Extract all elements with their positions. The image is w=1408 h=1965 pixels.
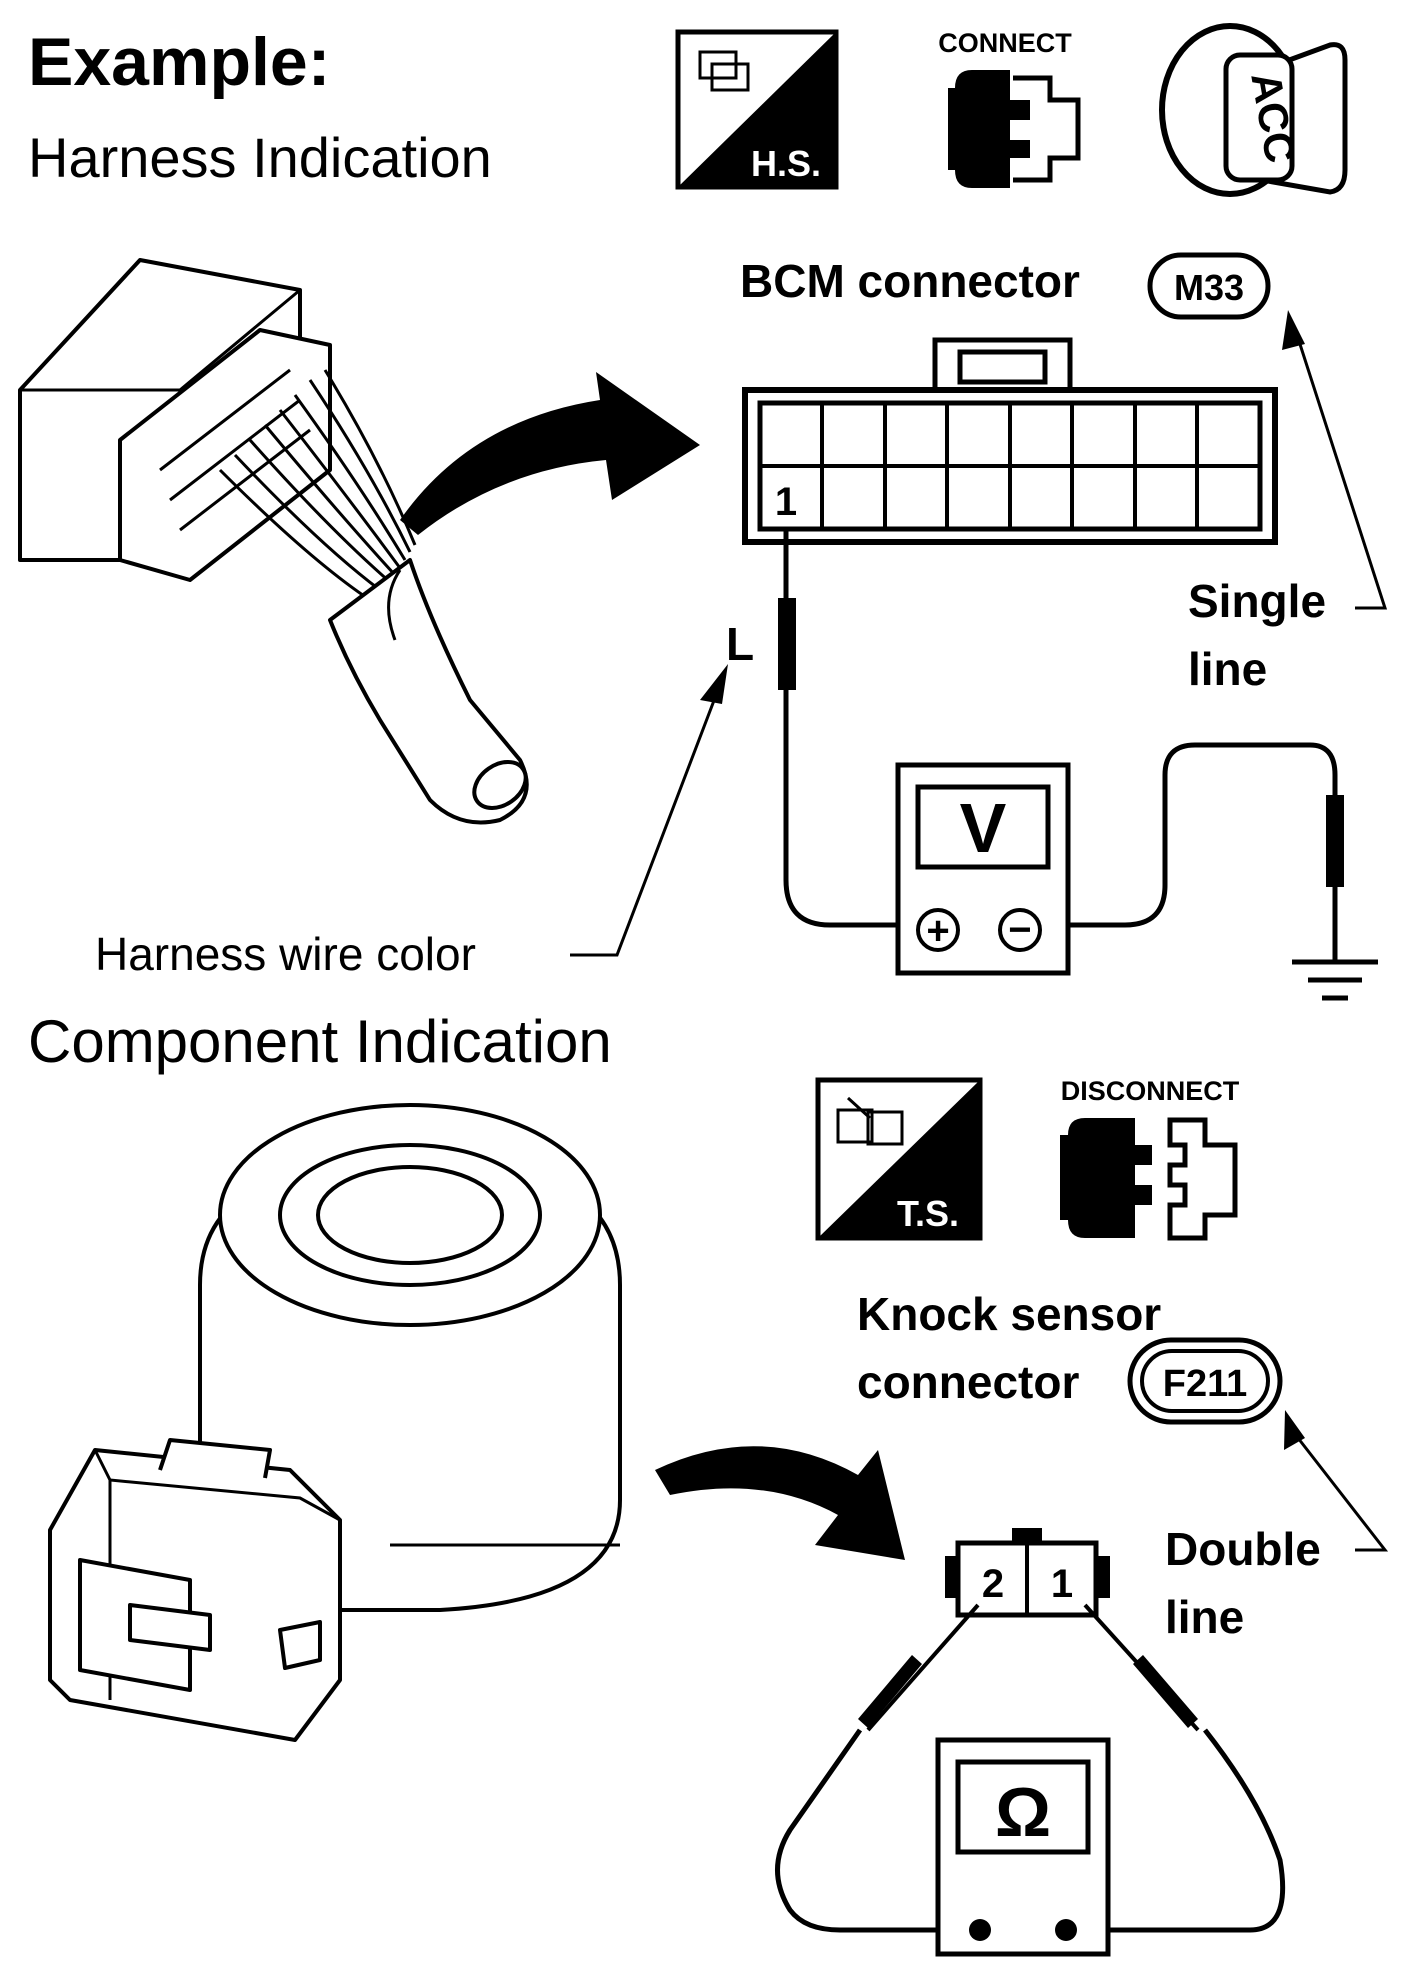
wire-color-code: L xyxy=(726,618,754,670)
ignition-key-icon: ACC xyxy=(1159,23,1348,197)
voltmeter-probe-wiring xyxy=(778,528,1344,960)
minus-terminal: − xyxy=(1008,908,1031,952)
bcm-connector-label: BCM connector xyxy=(740,255,1080,307)
bcm-pin-1: 1 xyxy=(775,480,797,524)
single-line-leader xyxy=(1282,310,1388,610)
voltmeter-symbol: V xyxy=(960,789,1007,867)
disconnect-icon: DISCONNECT xyxy=(1060,1076,1240,1241)
bottom-curved-arrow xyxy=(655,1446,905,1560)
hs-icon-label: H.S. xyxy=(751,143,821,184)
ground-icon xyxy=(1292,959,1378,1001)
m33-code: M33 xyxy=(1174,267,1244,308)
f211-badge xyxy=(1127,1337,1283,1425)
wire-color-caption: Harness wire color xyxy=(95,928,476,980)
bcm-connector: 1 xyxy=(742,337,1278,545)
disconnect-icon-label: DISCONNECT xyxy=(1061,1076,1240,1106)
connector-pin-2: 2 xyxy=(982,1562,1004,1606)
connect-icon: CONNECT xyxy=(938,28,1081,188)
ohmmeter-symbol: Ω xyxy=(995,1773,1051,1851)
component-indication-heading: Component Indication xyxy=(28,1008,612,1075)
ohmmeter: Ω xyxy=(935,1737,1111,1957)
f211-code: F211 xyxy=(1163,1363,1248,1405)
double-line-note-1: Double xyxy=(1165,1523,1321,1575)
harness-connector-drawing xyxy=(18,258,529,825)
wire-bundle xyxy=(218,369,417,602)
single-line-note-1: Single xyxy=(1188,575,1326,627)
ohmmeter-probe-wiring xyxy=(775,1603,1286,1933)
plus-terminal: + xyxy=(926,909,949,953)
top-curved-arrow xyxy=(400,372,700,535)
m33-badge xyxy=(1147,252,1271,320)
voltmeter: V + − xyxy=(895,762,1071,976)
knock-sensor-label-2: connector xyxy=(857,1356,1079,1408)
connector-pin-1: 1 xyxy=(1051,1562,1073,1606)
double-line-leader xyxy=(1284,1410,1389,1552)
ts-icon: T.S. xyxy=(815,1077,983,1241)
knock-sensor-connector: 2 1 xyxy=(945,1528,1110,1618)
connect-icon-label: CONNECT xyxy=(938,28,1072,58)
hs-icon: H.S. xyxy=(675,29,839,190)
ts-icon-label: T.S. xyxy=(897,1193,959,1234)
double-line-note-2: line xyxy=(1165,1591,1244,1643)
single-line-note-2: line xyxy=(1188,643,1267,695)
harness-indication-heading: Harness Indication xyxy=(28,126,492,189)
example-title: Example: xyxy=(28,24,330,100)
knock-sensor-label-1: Knock sensor xyxy=(857,1288,1161,1340)
wire-color-leader xyxy=(570,664,728,957)
knock-sensor-drawing xyxy=(48,1103,622,1742)
